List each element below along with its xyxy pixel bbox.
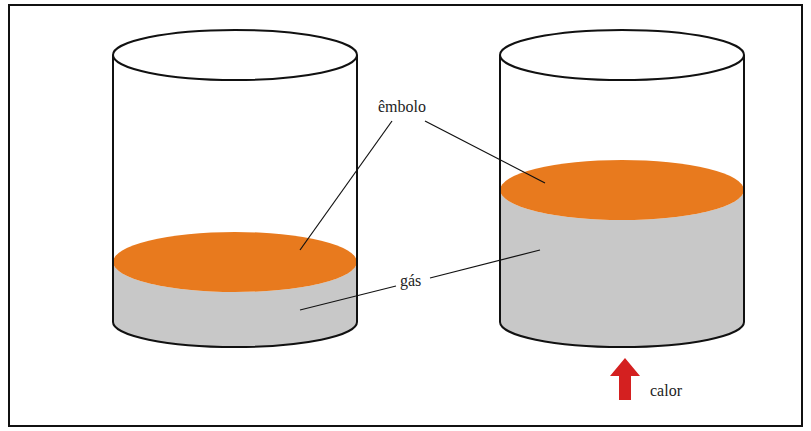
cylinder-wall xyxy=(112,55,114,322)
leader-line xyxy=(300,286,396,310)
part-label: calor xyxy=(650,382,682,399)
part-label-box: êmbolo xyxy=(378,98,426,116)
leader-line xyxy=(300,121,392,250)
leader-line xyxy=(425,121,545,183)
part-label: êmbolo xyxy=(378,98,426,115)
cylinder-wall xyxy=(356,55,358,322)
piston xyxy=(500,160,744,220)
part-label: gás xyxy=(400,272,421,289)
part-label-box: gás xyxy=(400,272,421,290)
cylinder-top xyxy=(113,30,357,80)
piston xyxy=(113,232,357,292)
leader-line xyxy=(430,250,540,278)
cylinder-wall xyxy=(499,55,501,322)
part-label-box: calor xyxy=(650,382,682,400)
cylinder-bottom xyxy=(500,322,744,347)
frame xyxy=(9,5,802,426)
cylinder-top xyxy=(500,30,744,80)
heat-arrow xyxy=(610,358,640,400)
cylinder-bottom xyxy=(113,322,357,347)
cylinder-wall xyxy=(743,55,745,322)
